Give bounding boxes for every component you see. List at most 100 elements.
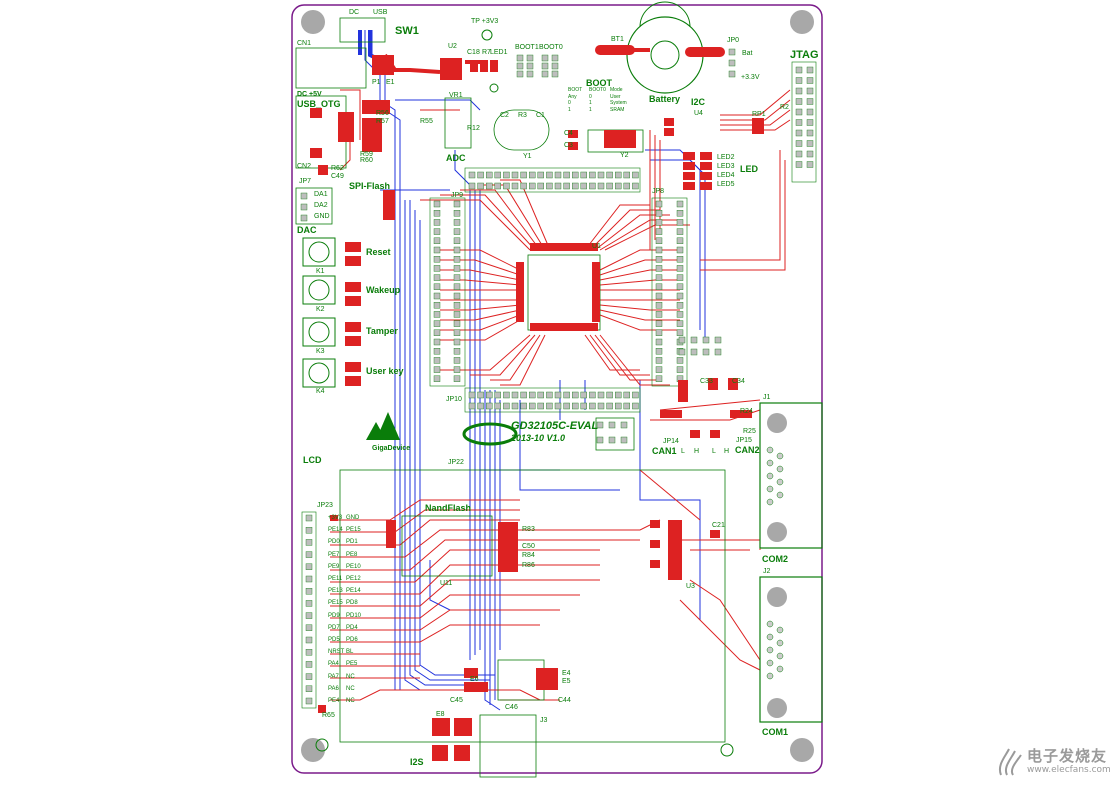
- header-pad: [589, 391, 596, 399]
- header-pad: [702, 336, 710, 344]
- header-pad: [305, 539, 313, 546]
- lcd-pin-label: PE7: [328, 551, 340, 558]
- header-pad: [615, 402, 622, 410]
- header-pad: [305, 575, 313, 583]
- header-pad: [526, 70, 534, 78]
- header-pad: [795, 66, 803, 74]
- battery-holder: [595, 1, 725, 94]
- header-pad: [486, 402, 493, 410]
- header-pad: [655, 283, 663, 290]
- lcd-pin-label: NRST: [328, 649, 345, 656]
- ref-u2: U2: [448, 43, 457, 50]
- header-pad: [503, 391, 510, 399]
- label-com2: COM2: [762, 554, 789, 564]
- header-pad: [589, 402, 596, 410]
- watermark-url: www.elecfans.com: [1027, 765, 1111, 775]
- ref-e4: E4: [562, 670, 571, 677]
- header-pad: [597, 391, 605, 399]
- header-pad: [494, 171, 501, 179]
- header-pad: [795, 119, 803, 126]
- label-sw1: SW1: [395, 25, 419, 37]
- lcd-pin-label: NC: [346, 685, 355, 692]
- header-pad: [305, 600, 313, 607]
- can2-l: L: [712, 448, 716, 455]
- header-pad: [305, 661, 313, 668]
- header-pad: [806, 140, 814, 147]
- lcd-pin-label: PE14: [328, 527, 343, 534]
- header-pad: [453, 274, 461, 281]
- boot-table-cell: BOOT0: [589, 87, 606, 93]
- ref-c44: C44: [558, 697, 571, 704]
- ref-r2: R2: [780, 104, 789, 111]
- ref-e1: E1: [386, 79, 395, 86]
- header-pad: [597, 182, 605, 190]
- ref-r7: R7: [482, 49, 491, 56]
- header-pad: [620, 421, 628, 429]
- header-pad: [632, 391, 639, 399]
- ref-r24: R24: [740, 408, 753, 415]
- boot-table-cell: BOOT: [568, 87, 583, 93]
- header-pad: [580, 391, 587, 399]
- header-pad: [453, 311, 461, 318]
- ref-usb: USB: [373, 9, 388, 16]
- lcd-pin-label: NC: [346, 673, 355, 680]
- header-pad: [433, 329, 441, 336]
- ref-dc: DC: [349, 9, 360, 16]
- header-pad: [572, 171, 579, 179]
- header-pad: [433, 357, 441, 364]
- header-pad: [623, 182, 630, 190]
- ref-c3: C3: [564, 142, 573, 149]
- watermark-text: 电子发烧友: [1027, 747, 1108, 765]
- header-pad: [676, 219, 684, 226]
- ref-r56: R56: [376, 110, 389, 117]
- boot-table-cell: User: [610, 93, 621, 100]
- header-pad: [795, 161, 803, 168]
- ref-c45: C45: [450, 697, 463, 704]
- ref-c34: C34: [732, 378, 745, 385]
- header-pad: [676, 357, 684, 364]
- ref-led4: LED4: [717, 172, 735, 179]
- label-boot: BOOT: [586, 78, 612, 88]
- header-pad: [453, 219, 461, 226]
- ref-rp1: RP1: [752, 111, 766, 118]
- board-version: 2013-10 V1.0: [511, 433, 566, 443]
- header-pad: [676, 283, 684, 290]
- lcd-pin-label: PD6: [346, 637, 358, 643]
- mounting-holes: [301, 10, 814, 762]
- boot-table-cell: 0: [568, 100, 571, 106]
- header-pad: [546, 391, 553, 399]
- label-battery: Battery: [649, 94, 681, 104]
- lcd-pin-label: PD9: [328, 612, 340, 619]
- header-pad: [305, 588, 313, 595]
- ref-e5: E5: [562, 678, 571, 685]
- label-reset: Reset: [366, 247, 391, 257]
- header-pad: [305, 673, 313, 680]
- header-pad: [551, 70, 559, 78]
- header-pad: [433, 320, 441, 327]
- header-pad: [433, 283, 441, 290]
- ref-r84: R84: [522, 552, 535, 559]
- ref-u3: U3: [686, 583, 695, 590]
- header-pad: [541, 54, 549, 62]
- header-pad: [468, 171, 476, 179]
- header-pad: [520, 171, 527, 179]
- header-pad: [305, 624, 313, 631]
- ref-r3: R3: [518, 112, 527, 119]
- ref-c4: C4: [564, 130, 573, 137]
- ref-cn2: CN2: [297, 163, 312, 170]
- header-pad: [486, 391, 493, 399]
- label-com1: COM1: [762, 727, 789, 737]
- ref-r59: R59: [360, 151, 373, 158]
- header-pad: [511, 182, 519, 190]
- header-pad: [676, 311, 684, 318]
- lcd-pin-label: GND: [346, 515, 360, 521]
- ref-y1: Y1: [523, 153, 532, 160]
- tactile-buttons: [302, 237, 336, 388]
- ref-boot1: BOOT1: [515, 44, 539, 51]
- ref-da1: DA1: [314, 191, 328, 198]
- ref-jp23: JP23: [317, 502, 333, 509]
- ref-c21: C21: [712, 522, 725, 529]
- header-pad: [806, 129, 814, 137]
- header-pad: [537, 182, 544, 190]
- header-pad: [305, 649, 313, 656]
